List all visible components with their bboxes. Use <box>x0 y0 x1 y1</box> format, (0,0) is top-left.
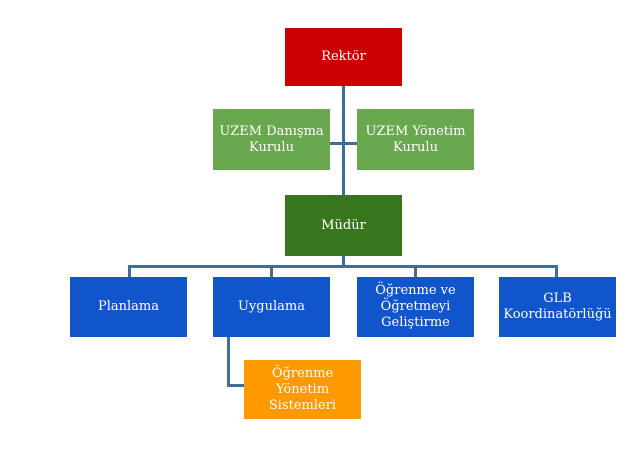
sub-unit-horizontal-connector <box>227 384 244 387</box>
advisory-board-box: UZEM Danışma Kurulu <box>213 109 330 170</box>
department-uygulama-box: Uygulama <box>213 277 330 337</box>
planlama-drop-connector <box>128 265 131 277</box>
department-glb-label: GLB Koordinatörlüğü <box>503 291 612 322</box>
rektor-box: Rektör <box>285 28 402 86</box>
department-uygulama-label: Uygulama <box>238 299 305 314</box>
director-down-connector <box>342 256 345 268</box>
management-board-box: UZEM Yönetim Kurulu <box>357 109 474 170</box>
spine-connector <box>342 86 345 195</box>
boards-connector <box>330 142 357 145</box>
uygulama-drop-connector <box>270 265 273 277</box>
department-planlama-label: Planlama <box>97 299 159 314</box>
department-ogrenme-box: Öğrenme ve Öğretmeyi Geliştirme <box>357 277 474 337</box>
sub-unit-vertical-connector <box>227 337 230 387</box>
sub-unit-box: Öğrenme Yönetim Sistemleri <box>244 360 361 419</box>
glb-drop-connector <box>555 265 558 277</box>
management-board-label: UZEM Yönetim Kurulu <box>365 123 466 155</box>
ogrenme-drop-connector <box>414 265 417 277</box>
rektor-label: Rektör <box>321 49 366 64</box>
advisory-board-label: UZEM Danışma Kurulu <box>219 123 324 155</box>
department-planlama-box: Planlama <box>70 277 187 337</box>
department-ogrenme-label: Öğrenme ve Öğretmeyi Geliştirme <box>375 283 456 330</box>
departments-bus-connector <box>128 265 558 268</box>
director-label: Müdür <box>321 217 366 233</box>
director-box: Müdür <box>285 195 402 256</box>
department-glb-box: GLB Koordinatörlüğü <box>499 277 616 337</box>
sub-unit-label: Öğrenme Yönetim Sistemleri <box>268 365 337 413</box>
